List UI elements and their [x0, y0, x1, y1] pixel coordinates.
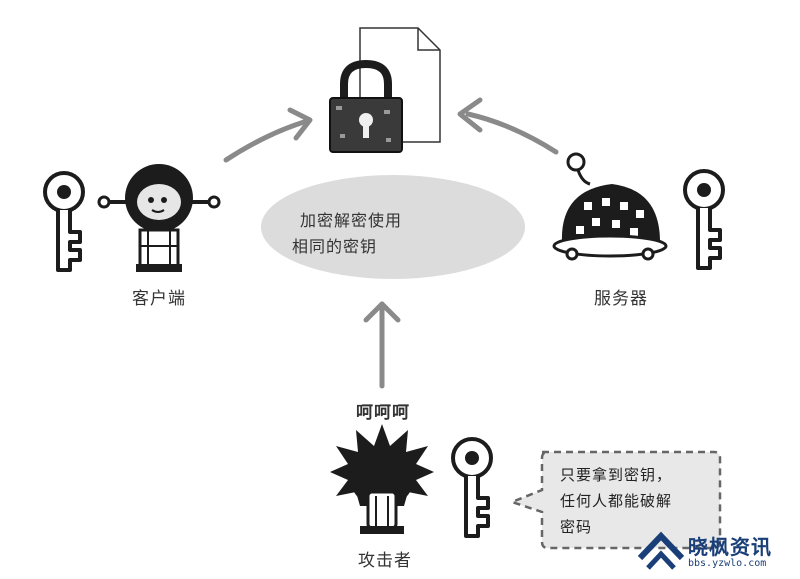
attacker-laugh-text: 呵呵呵 [356, 403, 410, 423]
watermark-logo-icon [637, 531, 685, 570]
watermark-title: 晓枫资讯 [688, 535, 772, 559]
shared-key-line2: 相同的密钥 [292, 237, 378, 256]
watermark-url: bbs.yzwlo.com [688, 558, 767, 569]
server-robot-icon [552, 152, 668, 261]
arrow-attacker-up [363, 301, 401, 389]
shared-key-text: 加密解密使用 相同的密钥 [292, 208, 480, 260]
client-key-icon [43, 171, 85, 272]
attacker-icon [330, 424, 434, 534]
speech-line1: 只要拿到密钥， [560, 466, 673, 484]
arrow-client-to-lock [223, 107, 313, 163]
arrow-server-to-lock [457, 97, 559, 155]
shared-key-ellipse [261, 175, 525, 279]
speech-line3: 密码 [560, 518, 593, 536]
speech-bubble-text: 只要拿到密钥， 任何人都能破解 密码 [560, 462, 720, 540]
speech-line2: 任何人都能破解 [560, 492, 673, 510]
server-label: 服务器 [594, 289, 648, 309]
speech-bubble [508, 450, 722, 550]
client-robot-icon [97, 164, 221, 272]
shared-key-line1: 加密解密使用 [300, 211, 403, 230]
client-label: 客户端 [132, 289, 186, 309]
attacker-key-icon [451, 437, 493, 538]
server-key-icon [683, 169, 725, 270]
lock-icon [329, 59, 403, 153]
attacker-label: 攻击者 [358, 551, 412, 571]
